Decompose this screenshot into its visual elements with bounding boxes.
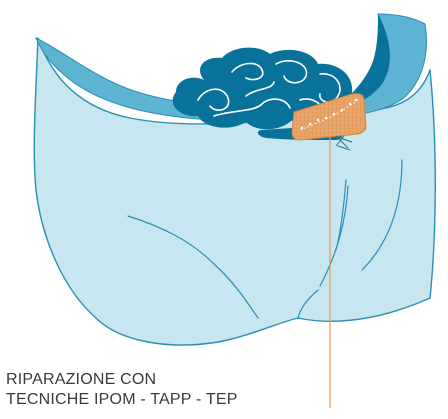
caption-line-1: RIPARAZIONE CON <box>6 370 238 390</box>
procedure-caption: RIPARAZIONE CON TECNICHE IPOM - TAPP - T… <box>6 370 238 410</box>
caption-line-2: TECNICHE IPOM - TAPP - TEP <box>6 390 238 410</box>
